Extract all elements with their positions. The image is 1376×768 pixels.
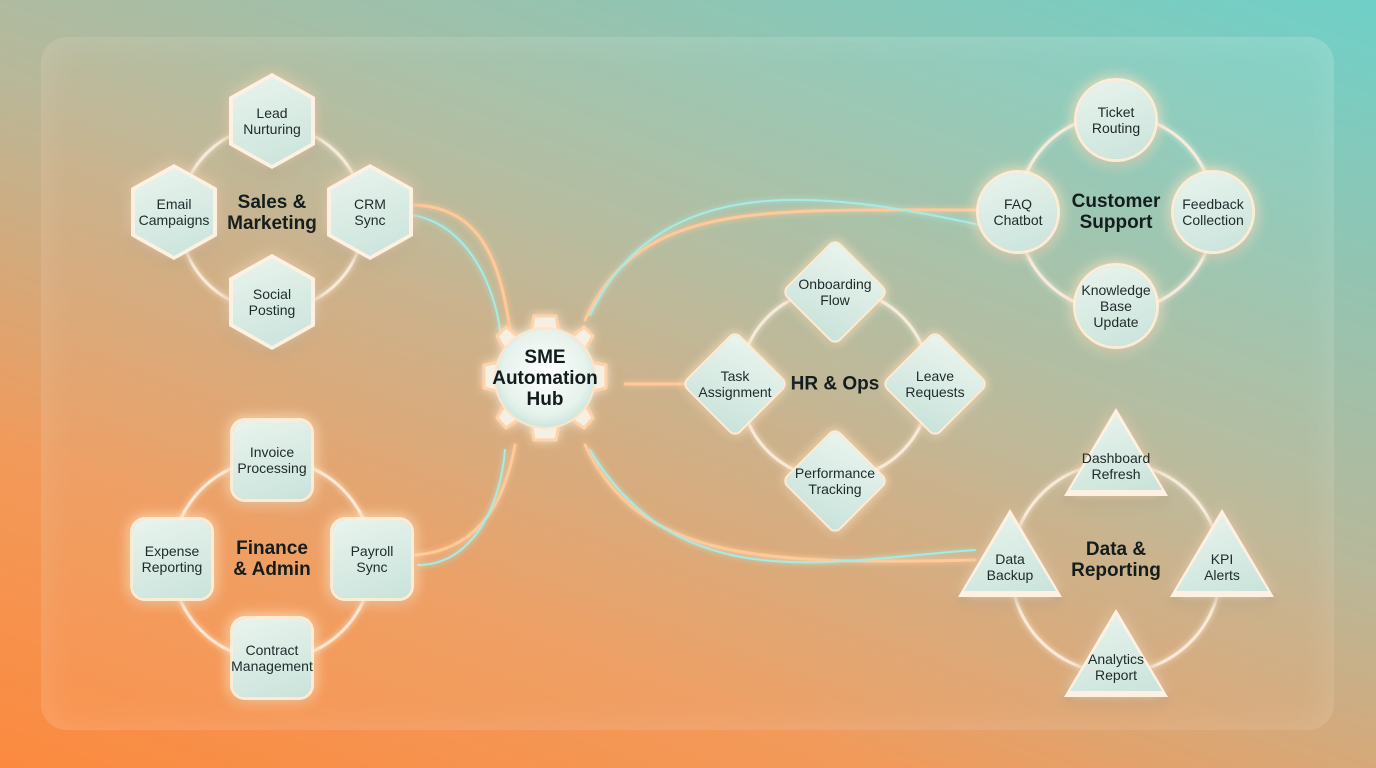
node-label: Payroll Sync xyxy=(350,543,394,575)
node-label: Email Campaigns xyxy=(138,196,210,228)
wire-data xyxy=(583,443,977,563)
node-label: Data Backup xyxy=(986,551,1034,583)
node-label: Lead Nurturing xyxy=(243,105,301,137)
wire-sales xyxy=(408,203,512,332)
kpi-alerts-node[interactable]: KPI Alerts xyxy=(1170,509,1274,597)
node-label: Analytics Report xyxy=(1087,651,1145,683)
lead-nurturing-node[interactable]: Lead Nurturing xyxy=(229,73,315,169)
wire-data-teal xyxy=(589,449,976,564)
sales-marketing-title: Sales & Marketing xyxy=(227,192,317,234)
node-label: Ticket Routing xyxy=(1091,104,1141,136)
automation-hub[interactable]: SME Automation Hub xyxy=(470,308,620,458)
wire-finance-teal xyxy=(417,449,506,566)
contract-management-node[interactable]: Contract Management xyxy=(231,619,313,697)
node-label: Leave Requests xyxy=(905,368,965,400)
faq-chatbot-node[interactable]: FAQ Chatbot xyxy=(979,173,1057,251)
data-reporting-title: Data & Reporting xyxy=(1071,539,1161,581)
invoice-processing-node[interactable]: Invoice Processing xyxy=(233,421,311,499)
email-campaigns-node[interactable]: Email Campaigns xyxy=(131,164,217,260)
task-assignment-node[interactable]: Task Assignment xyxy=(684,333,786,435)
node-label: Performance Tracking xyxy=(794,465,876,497)
crm-sync-node[interactable]: CRM Sync xyxy=(327,164,413,260)
onboarding-flow-node[interactable]: Onboarding Flow xyxy=(784,241,886,343)
gear-icon xyxy=(482,314,608,442)
hr-ops-title: HR & Ops xyxy=(790,373,880,395)
wire-finance xyxy=(413,443,517,557)
node-label: Social Posting xyxy=(248,286,296,318)
customer-support-title: Customer Support xyxy=(1071,191,1161,233)
finance-admin-title: Finance & Admin xyxy=(233,538,311,580)
dashboard-refresh-node[interactable]: Dashboard Refresh xyxy=(1064,408,1168,496)
wire-support-teal xyxy=(589,198,981,316)
node-label: Contract Management xyxy=(231,642,313,674)
wire-sales-teal xyxy=(411,214,501,331)
hub-label: SME Automation Hub xyxy=(492,346,598,410)
social-posting-node[interactable]: Social Posting xyxy=(229,254,315,350)
node-label: Onboarding Flow xyxy=(798,276,872,308)
node-label: Knowledge Base Update xyxy=(1081,282,1151,330)
wire-support xyxy=(583,208,982,322)
leave-requests-node[interactable]: Leave Requests xyxy=(884,333,986,435)
node-label: Invoice Processing xyxy=(237,444,307,476)
payroll-sync-node[interactable]: Payroll Sync xyxy=(333,520,411,598)
data-backup-node[interactable]: Data Backup xyxy=(958,509,1062,597)
knowledge-base-update-node[interactable]: Knowledge Base Update xyxy=(1076,266,1156,346)
node-label: Feedback Collection xyxy=(1182,196,1244,228)
feedback-collection-node[interactable]: Feedback Collection xyxy=(1174,173,1252,251)
analytics-report-node[interactable]: Analytics Report xyxy=(1064,609,1168,697)
performance-tracking-node[interactable]: Performance Tracking xyxy=(784,430,886,532)
node-label: Expense Reporting xyxy=(141,543,203,575)
node-label: CRM Sync xyxy=(354,196,386,228)
node-label: FAQ Chatbot xyxy=(993,196,1043,228)
node-label: Task Assignment xyxy=(698,368,772,400)
ticket-routing-node[interactable]: Ticket Routing xyxy=(1077,81,1155,159)
expense-reporting-node[interactable]: Expense Reporting xyxy=(133,520,211,598)
node-label: KPI Alerts xyxy=(1204,551,1240,583)
node-label: Dashboard Refresh xyxy=(1081,450,1151,482)
